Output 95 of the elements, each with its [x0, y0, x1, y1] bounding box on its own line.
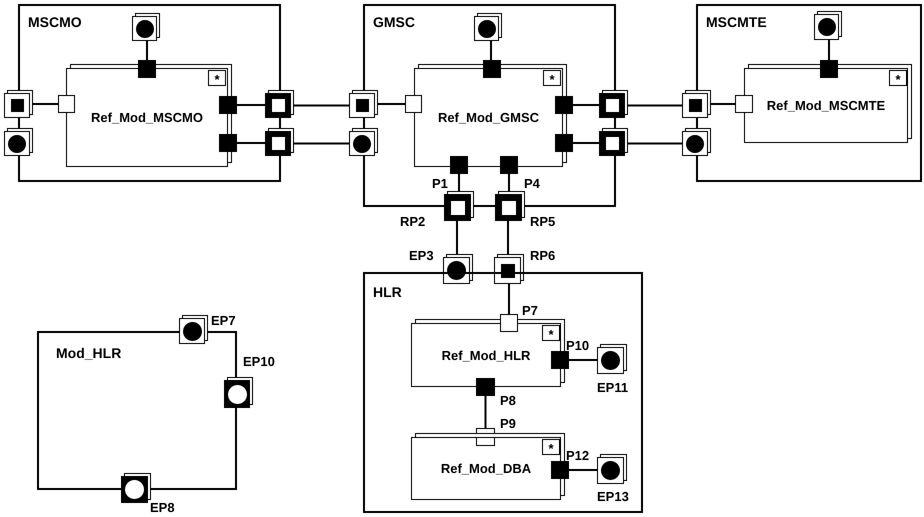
- module-name: Ref_Mod_GMSC: [438, 110, 540, 125]
- endpoint-port-icon: [179, 318, 205, 344]
- relay-port-icon: [265, 131, 291, 156]
- port-label: EP11: [597, 380, 628, 395]
- port-label: P4: [524, 176, 540, 191]
- port-label: RP2: [400, 214, 426, 229]
- port-label: P7: [522, 303, 538, 318]
- relay-port-icon: [599, 93, 625, 118]
- boundary-port-icon: [682, 93, 708, 118]
- connector-line: [237, 104, 265, 106]
- port-label: P12: [566, 448, 590, 463]
- connector-line: [569, 469, 597, 471]
- block-title: Mod_HLR: [56, 346, 122, 361]
- port-icon: [551, 461, 569, 479]
- connector-line: [458, 174, 460, 194]
- connector-line: [456, 221, 458, 257]
- connector-line: [828, 40, 830, 60]
- port-icon: [735, 95, 753, 113]
- port-icon: [138, 60, 156, 78]
- endpoint-port-icon: [349, 131, 375, 156]
- boundary-port-icon: [494, 257, 521, 284]
- block-frame: [363, 272, 643, 513]
- module-name: Ref_Mod_HLR: [442, 348, 530, 362]
- relay-port-icon: [224, 380, 250, 408]
- port-label: EP7: [211, 313, 236, 328]
- relay-port-icon: [444, 194, 471, 221]
- connector-line: [291, 104, 349, 106]
- endpoint-port-icon: [443, 257, 470, 284]
- connector-line: [375, 103, 405, 105]
- block-frame: [363, 4, 616, 207]
- boundary-port-icon: [4, 93, 30, 118]
- block-title: MSCMO: [28, 15, 82, 30]
- instance-marker: *: [542, 325, 560, 341]
- endpoint-port-icon: [132, 16, 157, 41]
- endpoint-port-icon: [597, 457, 624, 484]
- endpoint-port-icon: [682, 131, 708, 156]
- port-label: EP13: [597, 489, 629, 504]
- connector-line: [30, 103, 58, 105]
- connector-line: [625, 142, 682, 144]
- connector-line: [484, 396, 486, 428]
- connector-line: [573, 104, 599, 106]
- connector-line: [708, 103, 735, 105]
- port-label: P10: [566, 338, 590, 353]
- instance-marker: *: [208, 70, 226, 86]
- port-icon: [820, 60, 838, 78]
- port-label: P1: [432, 176, 448, 191]
- port-icon: [483, 60, 501, 78]
- port-label: EP3: [409, 248, 434, 263]
- port-icon: [555, 134, 573, 152]
- relay-port-icon: [495, 194, 522, 221]
- port-label: P8: [500, 393, 516, 408]
- connector-line: [237, 142, 265, 144]
- connector-line: [507, 221, 509, 257]
- port-label: RP5: [530, 214, 556, 229]
- relay-port-icon: [265, 93, 291, 118]
- relay-port-icon: [599, 131, 625, 156]
- port-label: EP8: [150, 500, 175, 515]
- port-icon: [219, 96, 237, 114]
- port-icon: [476, 378, 495, 396]
- connector-line: [508, 174, 510, 194]
- connector-line: [625, 104, 682, 106]
- endpoint-port-icon: [597, 347, 624, 374]
- port-icon: [500, 314, 518, 332]
- instance-marker: *: [543, 70, 561, 86]
- block-title: GMSC: [373, 15, 415, 30]
- module-name: Ref_Mod_MSCMO: [91, 110, 203, 125]
- module-name: Ref_Mod_MSCMTE: [766, 98, 886, 113]
- connector-line: [490, 41, 492, 60]
- port-label: P9: [500, 416, 516, 431]
- connector-line: [146, 41, 148, 60]
- port-icon: [551, 351, 569, 369]
- relay-port-icon: [121, 476, 148, 503]
- port-icon: [58, 95, 75, 113]
- port-label: RP6: [530, 248, 556, 263]
- instance-marker: *: [542, 439, 560, 455]
- port-icon: [500, 156, 518, 174]
- block-frame: [696, 4, 922, 182]
- connector-line: [569, 359, 597, 361]
- port-icon: [405, 95, 422, 113]
- endpoint-port-icon: [474, 16, 499, 41]
- block-title: HLR: [373, 285, 402, 300]
- block-title: MSCMTE: [706, 15, 767, 30]
- endpoint-port-icon: [4, 131, 30, 156]
- endpoint-port-icon: [814, 14, 839, 40]
- connector-line: [508, 284, 510, 314]
- port-icon: [555, 96, 573, 114]
- port-icon: [219, 134, 237, 152]
- module-name: Ref_Mod_DBA: [440, 461, 532, 476]
- boundary-port-icon: [349, 93, 375, 118]
- block-frame: [18, 4, 281, 182]
- port-icon: [450, 156, 468, 174]
- port-label: EP10: [243, 354, 275, 369]
- connector-line: [573, 142, 599, 144]
- connector-line: [291, 142, 349, 144]
- instance-marker: *: [889, 70, 907, 86]
